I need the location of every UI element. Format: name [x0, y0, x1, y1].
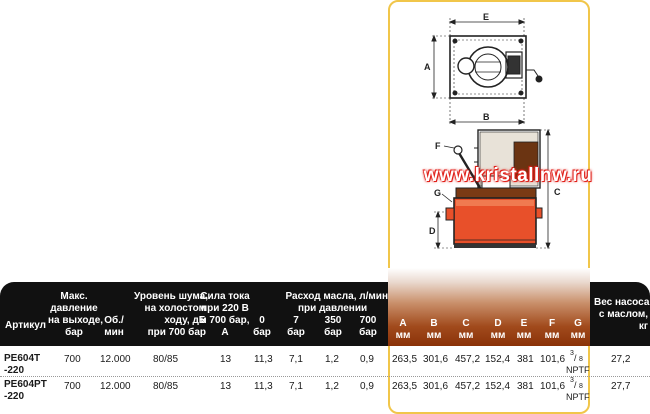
row-flow-0bar: 11,3 [254, 381, 273, 392]
row-rpm: 12.000 [100, 381, 131, 392]
row-dim-d: 152,4 [485, 381, 511, 392]
row-dim-e: 381 [517, 354, 534, 365]
pump-dimension-drawing: E A B F C G D [424, 12, 561, 250]
row-dim-a: 263,5 [392, 381, 418, 392]
row-pressure: 700 [64, 381, 81, 392]
row-dim-b: 301,6 [423, 354, 449, 365]
row-flow-350bar: 1,2 [325, 381, 339, 392]
row-dim-e: 381 [517, 381, 534, 392]
row-flow-700bar: 0,9 [360, 354, 374, 365]
row-current: 13 [220, 354, 232, 365]
header-max-pressure: Макс.давление на выходе,бар [48, 291, 104, 338]
dimension-label-a: A [424, 62, 431, 72]
row-dim-g-slash: / [574, 380, 577, 390]
row-noise: 80/85 [153, 381, 179, 392]
dimension-label-f: F [435, 141, 441, 151]
row-dim-d: 152,4 [485, 354, 511, 365]
header-article: Артикул [5, 320, 47, 331]
row-flow-0bar: 11,3 [254, 354, 273, 365]
row-weight: 27,2 [611, 354, 631, 365]
row-flow-350bar: 1,2 [325, 354, 339, 365]
dimension-label-d: D [429, 226, 436, 236]
row-dim-f: 101,6 [540, 354, 566, 365]
row-dim-b: 301,6 [423, 381, 449, 392]
row-dim-f: 101,6 [540, 381, 566, 392]
dimension-label-c: C [554, 187, 561, 197]
dimension-label-e: E [483, 12, 489, 22]
row-dim-g-numerator: 3 [570, 377, 574, 384]
row-dim-g-unit: NPTF [566, 392, 590, 402]
row-current: 13 [220, 381, 232, 392]
row-dim-g-denominator: 8 [579, 383, 583, 390]
row-article: PE604T-220 [4, 353, 41, 376]
watermark: www.kristallnw.ru [423, 165, 593, 186]
row-weight: 27,7 [611, 381, 631, 392]
dimension-lines [434, 128, 552, 250]
row-flow-700bar: 0,9 [360, 381, 374, 392]
header-flow-sub: при давлении [298, 303, 368, 314]
row-dim-c: 457,2 [455, 381, 481, 392]
row-flow-7bar: 7,1 [289, 381, 303, 392]
row-dim-g-unit: NPTF [566, 365, 590, 375]
row-flow-7bar: 7,1 [289, 354, 303, 365]
header-flow-title: Расход масла, л/мин [285, 291, 388, 302]
row-dim-g-numerator: 3 [570, 350, 574, 357]
row-dim-g-slash: / [574, 353, 577, 363]
row-rpm: 12.000 [100, 354, 131, 365]
dimension-label-b: B [483, 112, 490, 122]
row-pressure: 700 [64, 354, 81, 365]
pump-side-view [445, 129, 543, 248]
row-noise: 80/85 [153, 354, 179, 365]
row-dim-a: 263,5 [392, 354, 418, 365]
header-rpm: Об./мин [104, 315, 124, 338]
row-article: PE604PT-220 [4, 379, 47, 402]
row-dim-g-denominator: 8 [579, 356, 583, 363]
row-divider [0, 376, 650, 377]
pump-top-view [431, 18, 543, 125]
table-header-dimensions-band [388, 268, 590, 346]
dimension-label-g: G [434, 188, 441, 198]
row-dim-c: 457,2 [455, 354, 481, 365]
